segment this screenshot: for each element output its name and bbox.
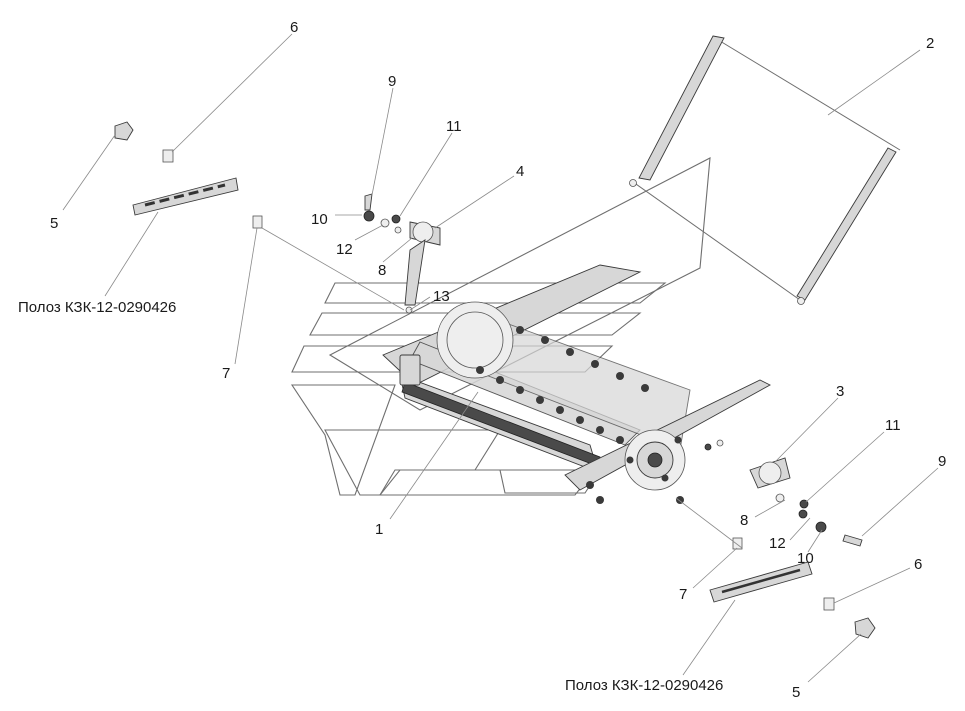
callout-left-5: 5: [50, 215, 58, 232]
callout-right-12: 12: [769, 535, 786, 552]
callout-left-11: 11: [446, 118, 462, 135]
callout-left-9: 9: [388, 73, 396, 90]
callout-labels: 6 5 9 11 4 10 12 8 13 7 1 2 Полоз КЗК-12…: [18, 19, 946, 701]
strip-label-right: Полоз КЗК-12-0290426: [565, 677, 723, 694]
callout-left-8: 8: [378, 262, 386, 279]
cutter-bar-part-1: [382, 264, 771, 504]
callout-left-6: 6: [290, 19, 298, 36]
callout-left-4: 4: [516, 163, 524, 180]
callout-right-11: 11: [885, 417, 901, 434]
callout-right-10: 10: [797, 550, 814, 567]
right-fasteners: [704, 439, 876, 639]
callout-part-3: 3: [836, 383, 844, 400]
callout-left-7: 7: [222, 365, 230, 382]
callout-part-1: 1: [375, 521, 383, 538]
callout-left-13: 13: [433, 288, 450, 305]
callout-right-7: 7: [679, 586, 687, 603]
callout-right-6: 6: [914, 556, 922, 573]
callout-right-8: 8: [740, 512, 748, 529]
callout-left-10: 10: [311, 211, 328, 228]
callout-right-5: 5: [792, 684, 800, 701]
strip-label-left: Полоз КЗК-12-0290426: [18, 299, 176, 316]
callout-right-9: 9: [938, 453, 946, 470]
callout-left-12: 12: [336, 241, 353, 258]
frame-assembly-part-2: [629, 35, 901, 305]
left-fasteners: [114, 121, 441, 314]
callout-part-2: 2: [926, 35, 934, 52]
leader-lines: [62, 33, 939, 683]
